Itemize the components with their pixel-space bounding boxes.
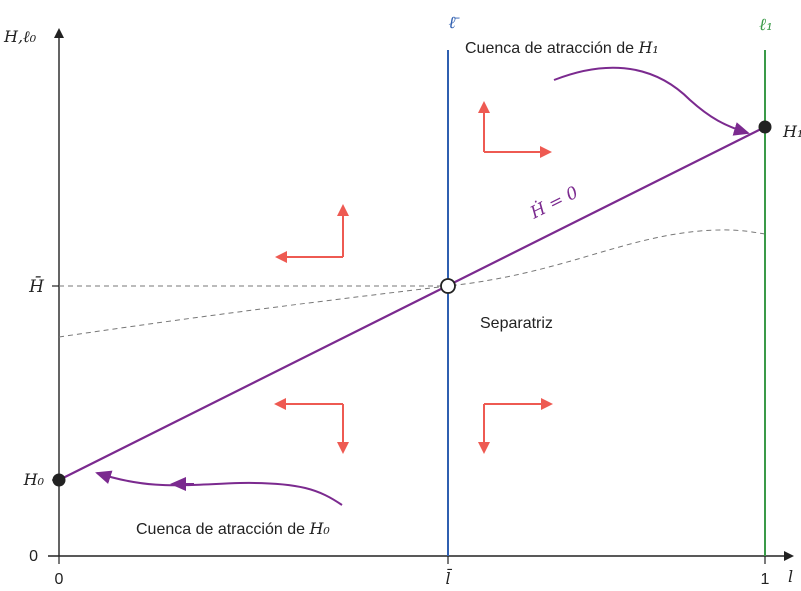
separatrix-curve [58, 229, 766, 338]
y-tick-h0-label: H₀ [23, 470, 45, 489]
basin-h1-text: Cuenca de atracción de [465, 40, 638, 57]
trajectory-to-h0 [95, 470, 343, 506]
direction-arrows-lower-left [274, 398, 349, 454]
y-tick-hbar-label: H̄ [28, 275, 45, 297]
x-tick-one-label: 1 [761, 571, 770, 588]
y-axis-label: H,ℓ₀ [3, 27, 37, 46]
y-tick-zero-label: 0 [29, 548, 38, 565]
basin-h0-text: Cuenca de atracción de [136, 521, 309, 538]
basin-h0-sub: H₀ [308, 519, 330, 538]
hdot-zero-line [58, 126, 766, 481]
x-tick-zero-label: 0 [55, 571, 64, 588]
direction-arrows-lower-right [478, 398, 553, 454]
direction-arrows-upper-left [275, 204, 349, 263]
x-tick-lbar-label: l̄ [445, 567, 452, 588]
h1-label: H₁ [782, 122, 801, 141]
x-axis-label: l [788, 567, 793, 586]
basin-h1-sub: H₁ [637, 38, 658, 57]
unstable-equilibrium-point [440, 278, 456, 294]
separatrix-label: Separatriz [480, 315, 553, 332]
h1-point [758, 120, 772, 134]
hdot-zero-label: Ḣ = 0 [526, 182, 582, 224]
lbar-line-label: ℓ̄ [448, 13, 460, 33]
l1-line-label: ℓ₁ [759, 15, 773, 35]
basin-h1-label: Cuenca de atracción de H₁ [465, 38, 659, 57]
basin-h0-label: Cuenca de atracción de H₀ [136, 519, 330, 538]
h0-point [52, 473, 66, 487]
trajectory-to-h1 [553, 66, 750, 136]
direction-arrows-upper-right [478, 101, 552, 158]
